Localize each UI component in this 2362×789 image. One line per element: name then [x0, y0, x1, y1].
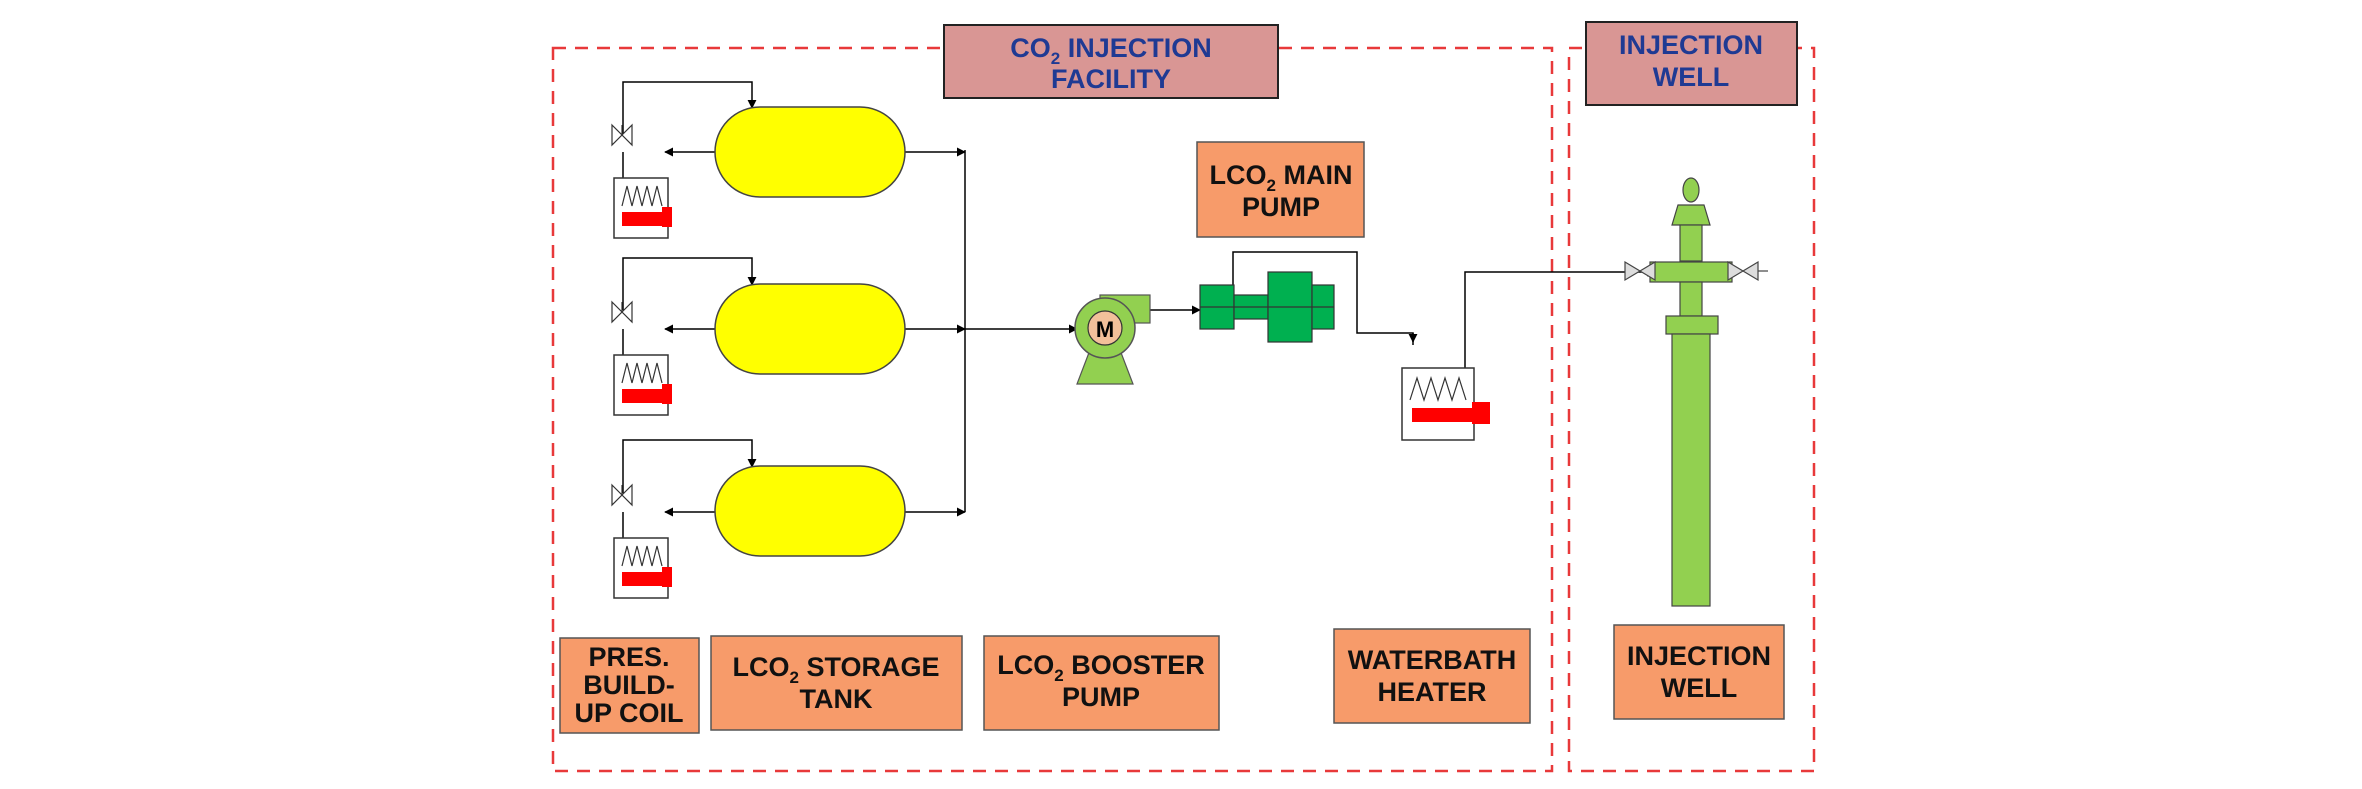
svg-text:FACILITY: FACILITY	[1051, 64, 1171, 94]
svg-text:PUMP: PUMP	[1242, 192, 1320, 222]
coil-1	[613, 177, 672, 239]
coil-2	[613, 354, 672, 416]
booster-pump: M	[1074, 294, 1151, 385]
injection-wellhead	[1624, 177, 1768, 607]
main-pump-label: LCO2 MAIN PUMP	[1196, 141, 1365, 238]
coil-3	[613, 537, 672, 599]
svg-text:LCO2 STORAGE: LCO2 STORAGE	[733, 652, 940, 687]
motor-letter: M	[1096, 317, 1114, 342]
svg-text:WELL: WELL	[1661, 673, 1737, 703]
storage-tanks	[714, 106, 906, 557]
well-label: INJECTION WELL	[1613, 624, 1785, 720]
svg-text:CO2 INJECTION: CO2 INJECTION	[1010, 33, 1212, 68]
main-pump	[1199, 271, 1335, 343]
svg-text:TANK: TANK	[800, 684, 873, 714]
storage-tank-label: LCO2 STORAGE TANK	[710, 635, 963, 731]
waterbath-heater	[1401, 367, 1490, 441]
svg-text:INJECTION: INJECTION	[1627, 641, 1771, 671]
svg-text:PUMP: PUMP	[1062, 682, 1140, 712]
svg-text:INJECTION: INJECTION	[1619, 30, 1763, 60]
facility-title: CO2 INJECTION FACILITY	[943, 24, 1279, 99]
svg-text:LCO2 MAIN: LCO2 MAIN	[1210, 160, 1353, 195]
svg-text:WELL: WELL	[1653, 62, 1729, 92]
relief-valves	[611, 123, 633, 507]
pressure-buildup-coils	[613, 177, 672, 599]
svg-text:HEATER: HEATER	[1377, 677, 1486, 707]
well-title: INJECTION WELL	[1585, 21, 1798, 106]
facility-boundary	[551, 46, 1554, 773]
piping	[622, 81, 1656, 538]
storage-tank-1	[714, 106, 906, 198]
svg-text:BUILD-: BUILD-	[583, 670, 674, 700]
booster-pump-label: LCO2 BOOSTER PUMP	[983, 635, 1220, 731]
waterbath-label: WATERBATH HEATER	[1333, 628, 1531, 724]
storage-tank-2	[714, 283, 906, 375]
storage-tank-3	[714, 465, 906, 557]
svg-text:LCO2 BOOSTER: LCO2 BOOSTER	[997, 650, 1204, 685]
svg-text:UP COIL: UP COIL	[574, 698, 683, 728]
svg-text:WATERBATH: WATERBATH	[1348, 645, 1516, 675]
svg-text:PRES.: PRES.	[588, 642, 669, 672]
pres-coil-label: PRES. BUILD- UP COIL	[559, 637, 700, 734]
